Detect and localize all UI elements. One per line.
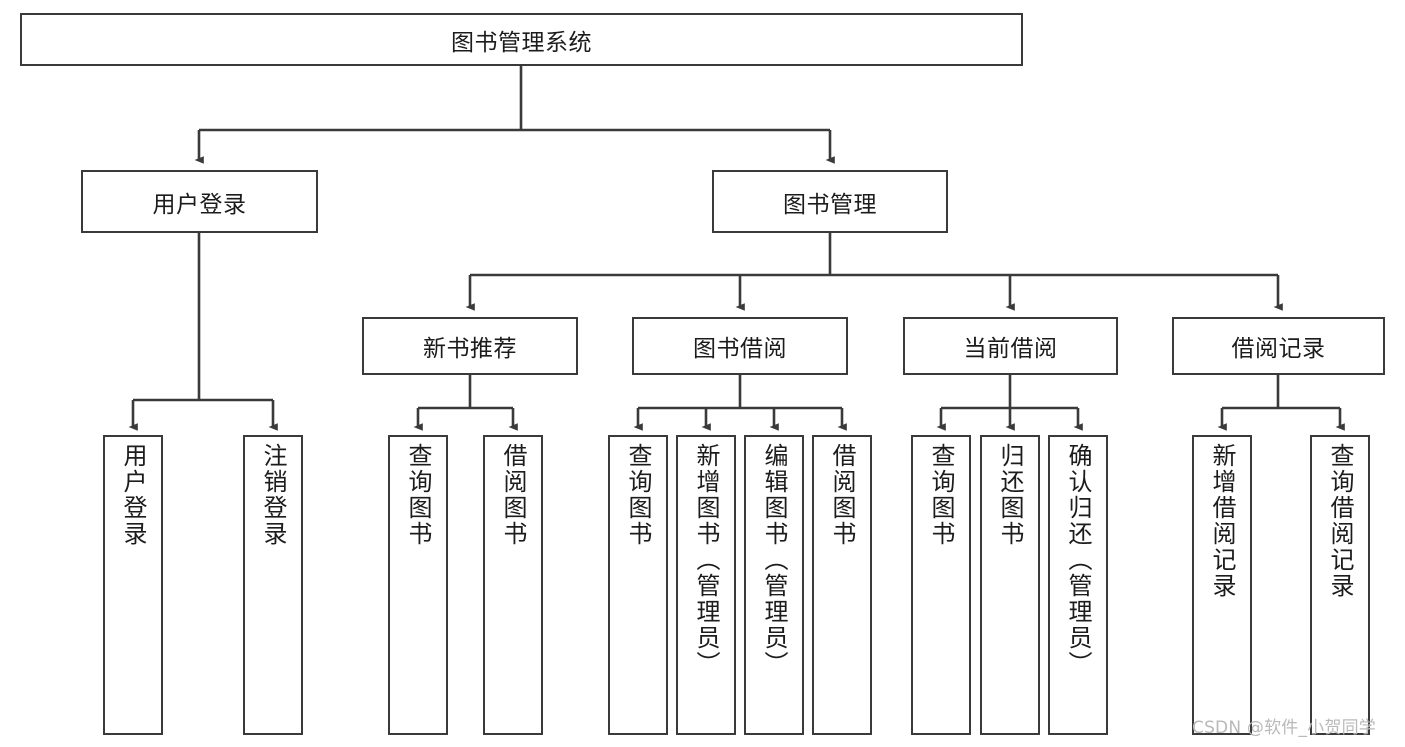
leaf-new-book-query[interactable]: 查询图书 [388,435,448,735]
leaf-current-borrow-return[interactable]: 归还图书 [980,435,1040,735]
node-label: 确认归还（管理员） [1064,443,1092,677]
leaf-book-borrow-borrow[interactable]: 借阅图书 [812,435,872,735]
leaf-user-login-logout[interactable]: 注销登录 [243,435,303,735]
node-label: 用户登录 [152,191,247,218]
node-label: 新书推荐 [423,336,517,362]
leaf-user-login-login[interactable]: 用户登录 [103,435,163,735]
leaf-book-borrow-edit[interactable]: 编辑图书（管理员） [744,435,804,735]
node-label: 图书管理系统 [451,29,592,56]
node-label: 图书管理 [783,191,877,218]
node-book-management[interactable]: 图书管理 [712,170,948,233]
node-root-book-management-system[interactable]: 图书管理系统 [20,13,1023,66]
node-new-book-recommend[interactable]: 新书推荐 [362,317,578,375]
node-label: 图书借阅 [693,336,787,362]
leaf-borrow-record-add[interactable]: 新增借阅记录 [1192,435,1252,735]
node-current-borrow[interactable]: 当前借阅 [903,317,1118,375]
leaf-current-borrow-confirm-return[interactable]: 确认归还（管理员） [1048,435,1108,735]
leaf-current-borrow-query[interactable]: 查询图书 [911,435,971,735]
node-borrow-record[interactable]: 借阅记录 [1172,317,1385,375]
node-label: 新增借阅记录 [1208,443,1236,599]
node-label: 借阅图书 [499,443,527,547]
node-label: 查询图书 [927,443,955,547]
node-user-login[interactable]: 用户登录 [81,170,318,233]
node-label: 查询图书 [624,443,652,547]
leaf-book-borrow-add[interactable]: 新增图书（管理员） [676,435,736,735]
watermark-text: CSDN @软件_小贺同学 [1192,718,1376,738]
leaf-new-book-borrow[interactable]: 借阅图书 [483,435,543,735]
node-label: 借阅记录 [1231,336,1326,362]
node-label: 查询借阅记录 [1326,443,1354,599]
leaf-borrow-record-query[interactable]: 查询借阅记录 [1310,435,1370,735]
node-label: 查询图书 [404,443,432,547]
node-label: 新增图书（管理员） [692,443,720,677]
node-label: 当前借阅 [963,336,1058,362]
node-label: 注销登录 [259,443,287,547]
node-label: 编辑图书（管理员） [760,443,788,677]
leaf-book-borrow-query[interactable]: 查询图书 [608,435,668,735]
node-label: 借阅图书 [828,443,856,547]
node-label: 用户登录 [119,443,147,547]
node-book-borrow[interactable]: 图书借阅 [632,317,848,375]
node-label: 归还图书 [996,443,1024,547]
